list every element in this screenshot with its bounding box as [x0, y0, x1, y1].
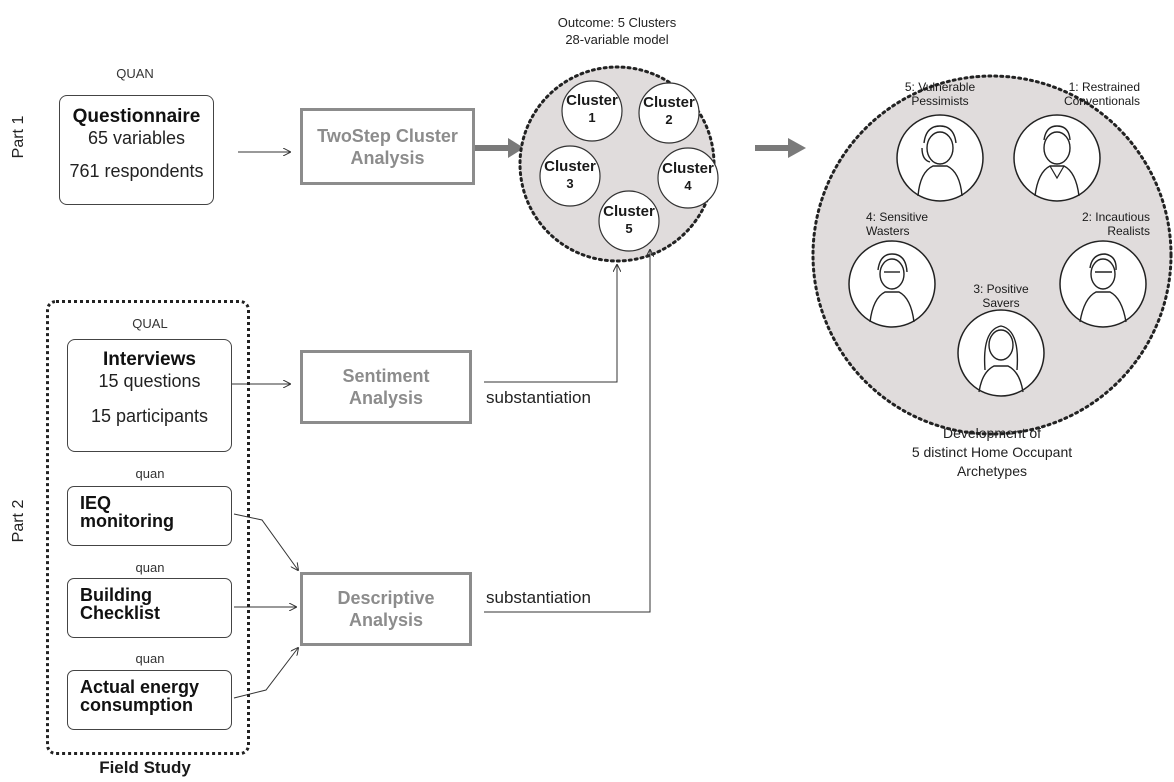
interviews-box: Interviews 15 questions 15 participants: [67, 339, 232, 452]
substantiation-label-2: substantiation: [486, 588, 591, 607]
quan-label-building: quan: [135, 560, 165, 575]
quan-label-energy: quan: [135, 651, 165, 666]
field-study-box: [46, 300, 250, 755]
questionnaire-variables: 65 variables: [87, 128, 186, 148]
field-study-label: Field Study: [99, 758, 191, 777]
qual-label: QUAL: [132, 316, 168, 331]
twostep-cluster-analysis-box: TwoStep Cluster Analysis: [300, 108, 475, 185]
archetypes-caption: Development of 5 distinct Home Occupant …: [911, 425, 1073, 479]
persona-vulnerable-pessimists-icon: [896, 114, 984, 202]
outcome-line2: 28-variable model: [565, 32, 669, 47]
questionnaire-box: Questionnaire 65 variables 761 responden…: [59, 95, 214, 205]
descriptive-analysis-box: Descriptive Analysis: [300, 572, 472, 646]
persona-incautious-realists-icon: [1059, 240, 1147, 328]
cluster-2-circle: [638, 82, 700, 144]
interviews-questions: 15 questions: [98, 371, 201, 391]
cluster-4-circle: [657, 147, 719, 209]
quan-label-ieq: quan: [135, 466, 165, 481]
outcome-caption: Outcome: 5 Clusters 28-variable model: [522, 14, 712, 48]
persona-positive-savers-icon: [957, 309, 1045, 397]
cluster-5-circle: [598, 190, 660, 252]
substantiation-label-1: substantiation: [486, 388, 591, 407]
cluster-3-circle: [539, 145, 601, 207]
arrow-ieq-descriptive: [233, 513, 298, 570]
persona-restrained-conventionals-icon: [1013, 114, 1101, 202]
arrow-energy-descriptive: [233, 648, 298, 699]
arrow-sentiment-clusters: [484, 265, 617, 383]
twostep-line1: TwoStep Cluster: [317, 125, 458, 146]
arrow-clusters-archetypes: [755, 138, 806, 158]
sentiment-analysis-box: Sentiment Analysis: [300, 350, 472, 424]
twostep-line2: Analysis: [350, 147, 425, 168]
arrow-descriptive-clusters: [484, 250, 650, 613]
interviews-title: Interviews: [103, 349, 196, 370]
part1-label: Part 1: [10, 115, 27, 159]
quan-label: QUAN: [116, 66, 154, 81]
persona-sensitive-wasters-icon: [848, 240, 936, 328]
interviews-participants: 15 participants: [90, 406, 209, 426]
questionnaire-respondents: 761 respondents: [69, 161, 204, 181]
arrow-twostep-clusters: [475, 138, 524, 158]
part2-label: Part 2: [10, 499, 27, 543]
cluster-1-circle: [561, 80, 623, 142]
questionnaire-title: Questionnaire: [72, 106, 201, 127]
outcome-line1: Outcome: 5 Clusters: [557, 15, 677, 30]
